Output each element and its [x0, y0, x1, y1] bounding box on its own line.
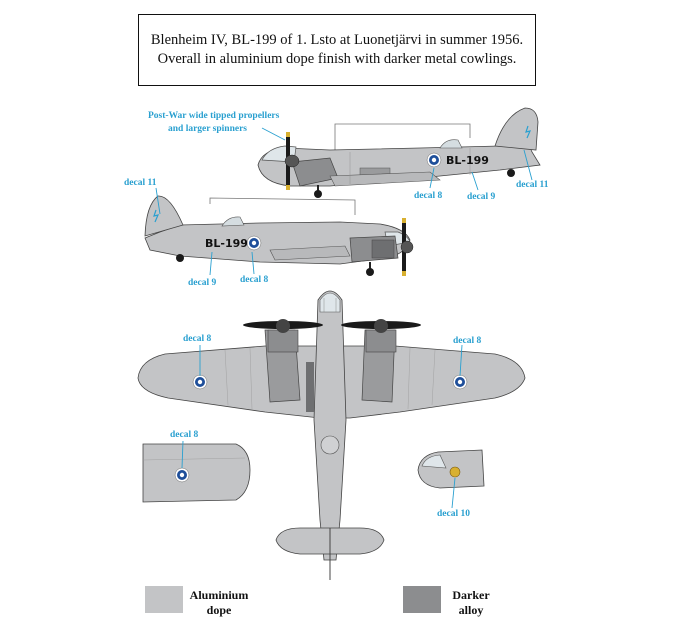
wingtip-detail [142, 443, 251, 503]
legend-swatch-aluminium [145, 586, 183, 613]
callout-decal8-wing-left: decal 8 [183, 334, 212, 344]
serial-left: BL-199 [205, 237, 248, 250]
serial-right: BL-199 [446, 154, 489, 167]
callout-decal9-left-side: decal 9 [188, 278, 217, 288]
legend-aluminium-label: Aluminium dope [189, 588, 249, 617]
callout-decal8-wing-right: decal 8 [453, 336, 482, 346]
callout-propellers-line2: and larger spinners [168, 124, 248, 134]
legend-swatch-darker-alloy [403, 586, 441, 613]
callout-propellers-line1: Post-War wide tipped propellers [148, 111, 280, 121]
title-box: Blenheim IV, BL-199 of 1. Lsto at Luonet… [138, 14, 536, 86]
callout-decal8-left-side: decal 8 [240, 275, 269, 285]
callout-decal8-right-side: decal 8 [414, 191, 443, 201]
callout-decal8-wingtip: decal 8 [170, 430, 199, 440]
leader-lines [155, 127, 533, 509]
nose-detail [417, 449, 485, 489]
title-line-1: Blenheim IV, BL-199 of 1. Lsto at Luonet… [150, 32, 524, 48]
callout-decal9-right-side: decal 9 [467, 192, 496, 202]
legend-darker-alloy-label: Darker alloy [452, 588, 490, 617]
title-line-2: Overall in aluminium dope finish with da… [157, 51, 517, 67]
plan-view [137, 290, 526, 580]
callout-decal11-right: decal 11 [516, 180, 549, 190]
side-view-left [144, 195, 414, 276]
callout-decal11-left: decal 11 [124, 178, 157, 188]
callout-decal10-nose: decal 10 [437, 509, 470, 519]
side-view-right [257, 107, 541, 198]
